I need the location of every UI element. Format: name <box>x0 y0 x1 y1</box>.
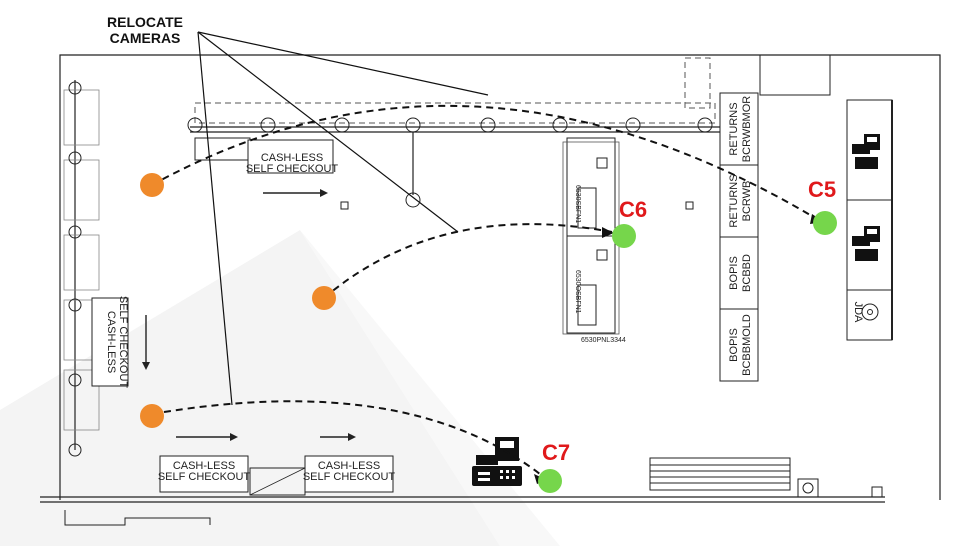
rail-post <box>405 117 421 133</box>
arrowhead-c6 <box>602 227 614 238</box>
bottom-right-self-checkout <box>304 455 394 493</box>
bottom-left-self-checkout <box>159 455 249 493</box>
rail-post <box>405 192 421 208</box>
rail-post <box>68 443 82 457</box>
fixture-outline <box>63 369 100 431</box>
checkout-lane-box <box>194 137 251 161</box>
kiosk-icon <box>861 303 879 321</box>
fixture-detail <box>596 249 608 261</box>
relocation-path-c5 <box>151 104 823 223</box>
camera-c5-marker <box>813 211 837 235</box>
rail-post <box>68 373 82 387</box>
counter-returns-1 <box>719 92 759 166</box>
left-checkout-line2: SELF CHECKOUT <box>117 296 129 389</box>
rail-post <box>480 117 496 133</box>
column-marker <box>685 201 694 210</box>
top-checkout-line2: SELF CHECKOUT <box>246 163 339 175</box>
entrance-outline <box>64 510 211 526</box>
callout-title-line2: CAMERAS <box>110 30 181 46</box>
camera-c7-marker <box>538 469 562 493</box>
fixture-detail <box>596 157 608 169</box>
rail-post <box>334 117 350 133</box>
cash-register-icon <box>472 437 522 486</box>
fixture-code-base: 6530PNL3344 <box>581 337 626 344</box>
bottom-left-checkout-line1: CASH-LESS <box>173 460 235 472</box>
column-marker <box>340 201 349 210</box>
bottom-right-checkout-line2: SELF CHECKOUT <box>303 471 396 483</box>
fixture-code-upper: 6530SBFN1 <box>574 185 581 223</box>
old-camera-marker <box>140 404 164 428</box>
flow-arrowhead <box>230 433 238 441</box>
counter-label-4-line1: BOPIS <box>728 328 740 362</box>
flow-arrowhead <box>348 433 356 441</box>
relocation-path-c7 <box>151 400 546 479</box>
rail-post <box>68 151 82 165</box>
dashed-area <box>684 57 711 109</box>
rail-post <box>625 117 641 133</box>
relocation-paths <box>151 104 823 479</box>
fixture-outline <box>63 159 100 221</box>
camera-c5-label: C5 <box>808 177 836 202</box>
counter-bopis-2 <box>719 308 759 382</box>
flow-arrowhead <box>320 189 328 197</box>
top-rail-dashed <box>194 102 716 124</box>
kiosk-label: JDA <box>852 302 864 323</box>
cash-register-icon <box>852 134 880 169</box>
fixture-outline <box>63 89 100 146</box>
top-checkout-line1: CASH-LESS <box>261 152 323 164</box>
rail-post <box>68 225 82 239</box>
rail-post <box>552 117 568 133</box>
counter-label-1-line2: BCRWBMOR <box>741 96 753 162</box>
counter-label-1-line1: RETURNS <box>728 102 740 155</box>
counter-label-4-line2: BCBBMOLD <box>741 314 753 376</box>
fixture-code-lower: 6530OSBFN1 <box>574 270 581 314</box>
storage-room <box>759 54 831 96</box>
rail-post <box>697 117 713 133</box>
rail-post <box>187 117 203 133</box>
fixture-outline <box>63 234 100 291</box>
counter-returns-2 <box>719 164 759 238</box>
top-self-checkout <box>247 139 334 174</box>
left-self-checkout <box>91 297 129 387</box>
camera-c6-label: C6 <box>619 197 647 222</box>
flow-arrowhead <box>142 362 150 370</box>
old-camera-marker <box>140 173 164 197</box>
outlet-box <box>797 478 819 498</box>
callout-leader-lines <box>197 31 489 406</box>
rail-post <box>68 81 82 95</box>
vent-grille <box>649 457 791 491</box>
counter-bopis-1 <box>719 236 759 310</box>
counter-label-2-line1: RETURNS <box>728 174 740 227</box>
bottom-left-checkout-line2: SELF CHECKOUT <box>158 471 251 483</box>
camera-c6-marker <box>612 224 636 248</box>
counter-label-3-line2: BCBBD <box>741 254 753 292</box>
kiosk-icon-center <box>867 309 873 315</box>
rail-post <box>68 298 82 312</box>
counter-label-3-line1: BOPIS <box>728 256 740 290</box>
relocation-path-c6 <box>323 223 613 299</box>
bottom-right-checkout-line1: CASH-LESS <box>318 460 380 472</box>
outlet-circle <box>802 482 814 494</box>
camera-c7-label: C7 <box>542 440 570 465</box>
left-checkout-line1: CASH-LESS <box>105 311 117 373</box>
callout-title-line1: RELOCATE <box>107 14 183 30</box>
bagging-area-cross <box>249 467 306 496</box>
counter-label-2-line2: BCRWB <box>741 181 753 222</box>
building-outline <box>59 54 941 500</box>
old-camera-marker <box>312 286 336 310</box>
wall-marker <box>871 486 883 498</box>
fixture-detail <box>577 284 597 326</box>
rail-post <box>260 117 276 133</box>
cash-register-icon <box>852 226 880 261</box>
